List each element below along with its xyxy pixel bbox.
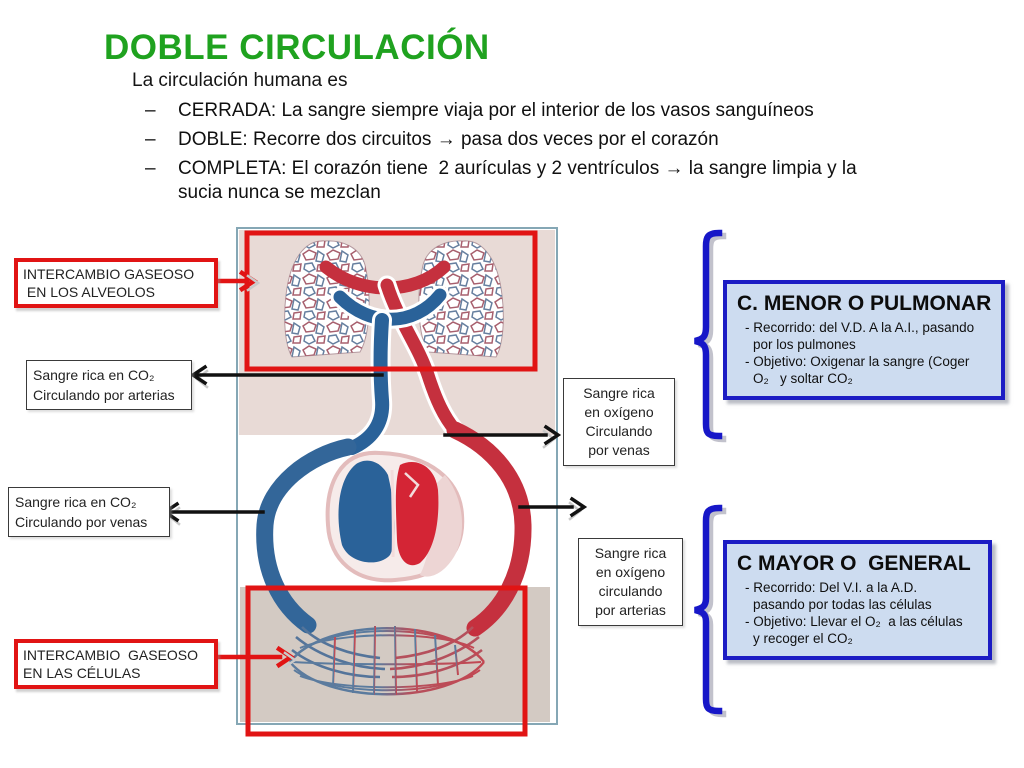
label-o2-arteries: Sangre rica en oxígeno circulando por ar… — [578, 538, 683, 626]
heart-illustration — [325, 450, 465, 583]
alveoli-highlight-rect — [244, 230, 538, 372]
bullet-list: – CERRADA: La sangre siempre viaja por e… — [145, 99, 890, 210]
label-line: Circulando — [585, 423, 653, 439]
label-line: Circulando por arterias — [33, 387, 175, 403]
bullet-item: – COMPLETA: El corazón tiene 2 aurículas… — [145, 157, 890, 205]
page-title: DOBLE CIRCULACIÓN — [104, 28, 490, 67]
label-line: Sangre rica en CO₂ — [33, 367, 155, 383]
bullet-item: – DOBLE: Recorre dos circuitos → pasa do… — [145, 128, 890, 152]
label-line: por arterias — [595, 602, 666, 618]
label-line: INTERCAMBIO GASEOSO — [23, 266, 195, 282]
label-gas-exchange-alveoli: INTERCAMBIO GASEOSO EN LOS ALVEOLOS — [14, 258, 218, 308]
info-box-line: - Objetivo: Oxigenar la sangre (Coger — [745, 354, 970, 369]
label-co2-veins: Sangre rica en CO₂ Circulando por venas — [8, 487, 170, 537]
label-gas-exchange-cells: INTERCAMBIO GASEOSO EN LAS CÉLULAS — [14, 639, 218, 689]
label-line: Sangre rica en CO₂ — [15, 494, 137, 510]
lungs-illustration — [284, 240, 504, 358]
info-box-line: - Recorrido: Del V.I. a la A.D. — [745, 580, 918, 595]
cells-illustration — [289, 625, 485, 696]
label-line: EN LAS CÉLULAS — [23, 665, 141, 681]
label-line: Circulando por venas — [15, 514, 148, 530]
info-box-line: O₂ y soltar CO₂ — [753, 371, 853, 386]
circulation-diagram — [236, 227, 558, 737]
label-line: Sangre rica — [594, 545, 667, 561]
label-line: circulando — [598, 583, 663, 599]
info-box-line: por los pulmones — [753, 337, 856, 352]
intro-text: La circulación humana es — [132, 70, 348, 91]
bullet-text: CERRADA: La sangre siempre viaja por el … — [178, 100, 814, 121]
label-line: INTERCAMBIO GASEOSO — [23, 647, 199, 663]
label-line: en oxígeno — [595, 564, 666, 580]
brace-pulmonary-icon — [694, 229, 727, 443]
info-box-title: C MAYOR O GENERAL — [737, 552, 971, 575]
bullet-text: DOBLE: Recorre dos circuitos → pasa dos … — [178, 129, 719, 150]
cells-highlight-rect — [245, 585, 528, 737]
info-box-general: C MAYOR O GENERAL - Recorrido: Del V.I. … — [723, 540, 992, 660]
label-co2-arteries: Sangre rica en CO₂ Circulando por arteri… — [26, 360, 192, 410]
bullet-dash: – — [145, 129, 156, 150]
label-line: Sangre rica — [583, 385, 655, 401]
bullet-dash: – — [145, 158, 156, 179]
bullet-dash: – — [145, 100, 156, 121]
label-line: en oxígeno — [584, 404, 654, 420]
label-line: por venas — [588, 442, 650, 458]
info-box-line: - Recorrido: del V.D. A la A.I., pasando — [745, 320, 975, 335]
brace-general-icon — [694, 504, 727, 718]
info-box-line: y recoger el CO₂ — [753, 631, 853, 646]
label-line: EN LOS ALVEOLOS — [23, 284, 156, 300]
info-box-title: C. MENOR O PULMONAR — [737, 292, 992, 315]
info-box-line: pasando por todas las células — [753, 597, 932, 612]
bullet-text: COMPLETA: El corazón tiene 2 aurículas y… — [178, 158, 862, 203]
info-box-line: - Objetivo: Llevar el O₂ a las células — [745, 614, 963, 629]
info-box-pulmonary: C. MENOR O PULMONAR - Recorrido: del V.D… — [723, 280, 1005, 400]
bullet-item: – CERRADA: La sangre siempre viaja por e… — [145, 99, 890, 123]
label-o2-veins: Sangre rica en oxígeno Circulando por ve… — [563, 378, 675, 466]
